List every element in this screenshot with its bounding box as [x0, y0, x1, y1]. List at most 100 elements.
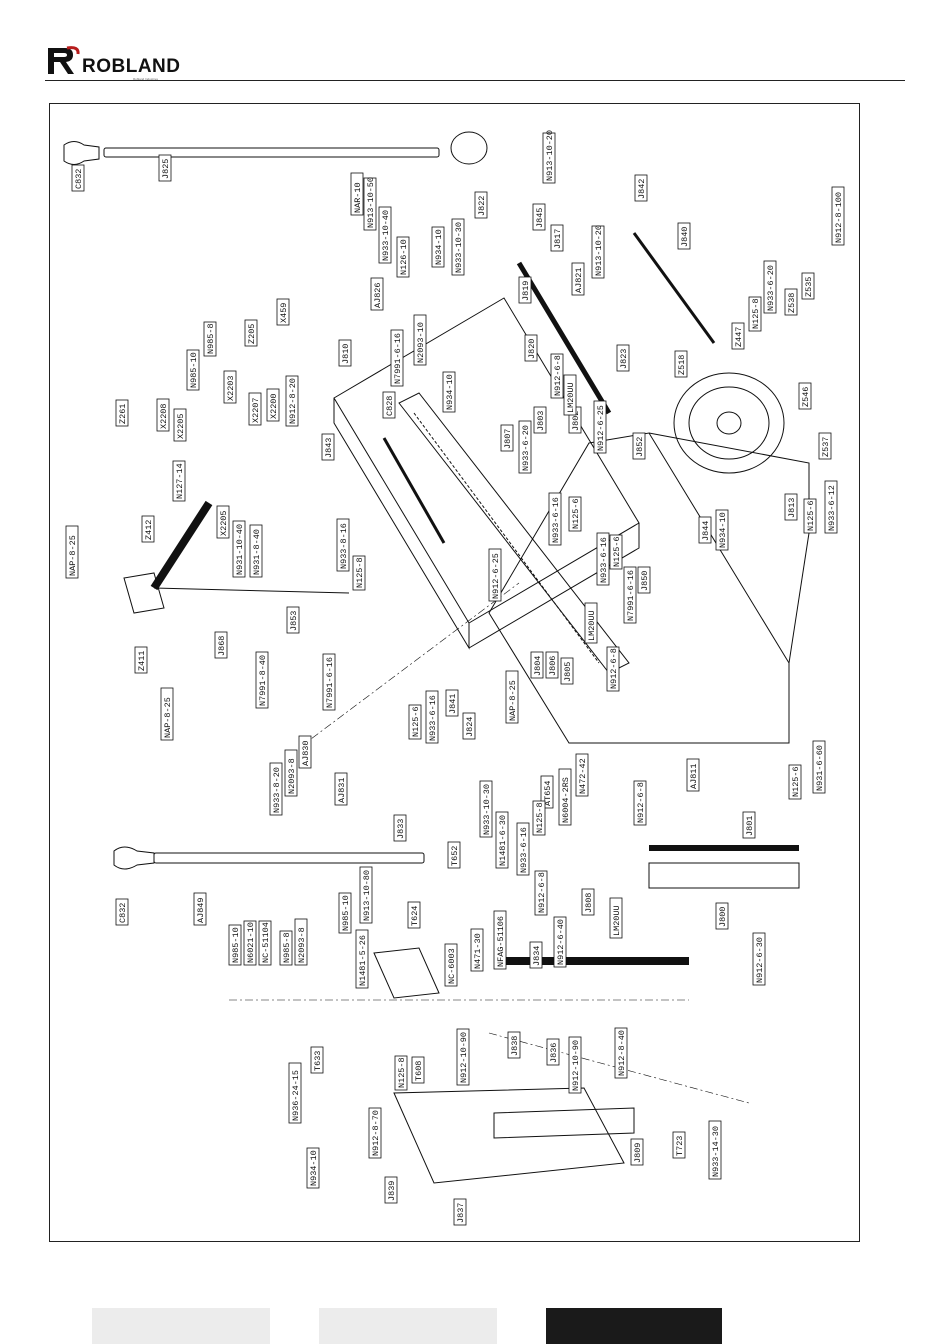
svg-text:N933-8-20: N933-8-20 [272, 767, 282, 813]
svg-text:N6021-10: N6021-10 [246, 922, 256, 963]
label-n933-8-20: N933-8-20 [269, 762, 283, 816]
svg-text:N913-10-20: N913-10-20 [545, 130, 555, 181]
svg-text:X2207: X2207 [251, 397, 261, 423]
svg-text:J801: J801 [745, 816, 755, 836]
label-n125-8-c: N125-8 [532, 800, 546, 836]
label-j822: J822 [474, 191, 488, 219]
svg-text:J803: J803 [536, 411, 546, 431]
label-j845: J845 [532, 203, 546, 231]
svg-text:N912-8-100: N912-8-100 [834, 192, 844, 243]
brand-name: ROBLAND [82, 56, 181, 77]
label-lm20uu-top: LM20UU [563, 374, 577, 416]
label-t652: T652 [447, 841, 461, 869]
svg-text:AJ811: AJ811 [689, 763, 699, 789]
svg-text:J852: J852 [635, 437, 645, 457]
label-n125-8-mid: N125-8 [352, 555, 366, 591]
svg-text:X459: X459 [279, 303, 289, 323]
label-n985-8: N985-8 [203, 321, 217, 357]
label-aj821: AJ821 [571, 262, 585, 296]
label-n912-6-8-mid: N912-6-8 [606, 646, 620, 692]
svg-text:N933-8-16: N933-8-16 [339, 523, 349, 569]
svg-text:NC-6003: NC-6003 [447, 948, 457, 984]
label-j841: J841 [445, 689, 459, 717]
label-at654: AT654 [540, 775, 554, 809]
svg-text:AJ821: AJ821 [574, 267, 584, 293]
svg-text:N912-8-40: N912-8-40 [617, 1030, 627, 1076]
label-n912-10-90-b: N912-10-90 [568, 1036, 582, 1094]
label-n912-6-30: N912-6-30 [752, 932, 766, 986]
header-rule [45, 80, 905, 81]
svg-text:LM20UU: LM20UU [587, 610, 597, 641]
label-j817: J817 [550, 224, 564, 252]
svg-text:J800: J800 [718, 907, 728, 927]
rod-z412 [150, 500, 213, 591]
label-n912-6-8-right: N912-6-8 [633, 780, 647, 826]
label-n985-8-low: N985-8 [279, 930, 293, 966]
svg-text:N2093-10: N2093-10 [416, 322, 426, 363]
svg-text:N933-10-30: N933-10-30 [482, 784, 492, 835]
label-n985-10-mid: N985-10 [338, 892, 352, 934]
label-n912-6-8-low: N912-6-8 [534, 870, 548, 916]
svg-text:J823: J823 [619, 349, 629, 369]
label-n125-8-low: N125-8 [394, 1055, 408, 1091]
label-n126-10: N126-10 [396, 236, 410, 278]
svg-text:LM20UU: LM20UU [612, 905, 622, 936]
label-x459: X459 [276, 298, 290, 326]
svg-text:C828: C828 [385, 396, 395, 416]
label-n934-10-mid: N934-10 [442, 371, 456, 413]
label-j850: J850 [637, 566, 651, 594]
brand-tagline: Robland Industries [133, 77, 159, 81]
svg-text:J838: J838 [510, 1036, 520, 1056]
svg-text:N125-8: N125-8 [355, 557, 365, 588]
svg-text:C832: C832 [118, 903, 128, 923]
lever-aj849 [153, 852, 425, 864]
svg-text:J825: J825 [161, 159, 171, 179]
label-n912-6-25-mid: N912-6-25 [488, 548, 502, 602]
svg-text:N933-6-12: N933-6-12 [827, 485, 837, 531]
label-n7991-6-16-b: N7991-6-16 [623, 566, 637, 624]
svg-text:N912-8-20: N912-8-20 [288, 378, 298, 424]
label-x2208: X2208 [156, 398, 170, 432]
svg-text:J868: J868 [217, 636, 227, 656]
label-n931-10-40: N931-10-40 [232, 520, 246, 578]
label-nap-8-25-top: NAP-8-25 [65, 525, 79, 579]
svg-text:N7991-6-16: N7991-6-16 [626, 570, 636, 621]
label-n913-10-50: N913-10-50 [363, 177, 377, 231]
label-j833: J833 [393, 814, 407, 842]
label-n6004-2rs: N6004-2RS [558, 768, 572, 826]
label-j803: J803 [533, 406, 547, 434]
tab-light-2 [319, 1308, 497, 1344]
label-n913-10-20: N913-10-20 [542, 130, 556, 184]
svg-text:Z261: Z261 [118, 404, 128, 424]
svg-text:N125-6: N125-6 [411, 706, 421, 737]
svg-text:N985-10: N985-10 [189, 352, 199, 388]
label-j806: J806 [545, 651, 559, 679]
svg-text:N913-10-50: N913-10-50 [366, 177, 376, 228]
svg-text:T723: T723 [675, 1136, 685, 1156]
label-n934-10: N934-10 [431, 226, 445, 268]
label-n125-6: N125-6 [803, 498, 817, 534]
svg-text:N472-42: N472-42 [578, 758, 588, 794]
label-c832-top: C832 [71, 164, 85, 192]
svg-text:J810: J810 [341, 344, 351, 364]
svg-text:J836: J836 [549, 1043, 559, 1063]
label-n933-8-16: N933-8-16 [336, 518, 350, 572]
label-t624: T624 [407, 901, 421, 929]
svg-text:N933-6-16: N933-6-16 [428, 695, 438, 741]
label-nap-8-25-mid: NAP-8-25 [505, 670, 519, 724]
label-n912-10-90-a: N912-10-90 [456, 1028, 470, 1086]
label-n6021-10: N6021-10 [243, 920, 257, 966]
label-aj830: AJ830 [298, 735, 312, 769]
tab-light-1 [92, 1308, 270, 1344]
label-j838: J838 [507, 1031, 521, 1059]
svg-text:N913-10-80: N913-10-80 [362, 870, 372, 921]
svg-text:N7991-6-16: N7991-6-16 [325, 657, 335, 708]
label-j843: J843 [321, 433, 335, 461]
svg-text:N125-6: N125-6 [806, 500, 816, 531]
label-n912-6-8-top: N912-6-8 [550, 353, 564, 399]
label-j852: J852 [632, 432, 646, 460]
label-z535: Z535 [801, 272, 815, 300]
svg-text:LM20UU: LM20UU [566, 382, 576, 413]
svg-text:J853: J853 [289, 611, 299, 631]
label-n7991-6-16: N7991-6-16 [390, 329, 404, 387]
